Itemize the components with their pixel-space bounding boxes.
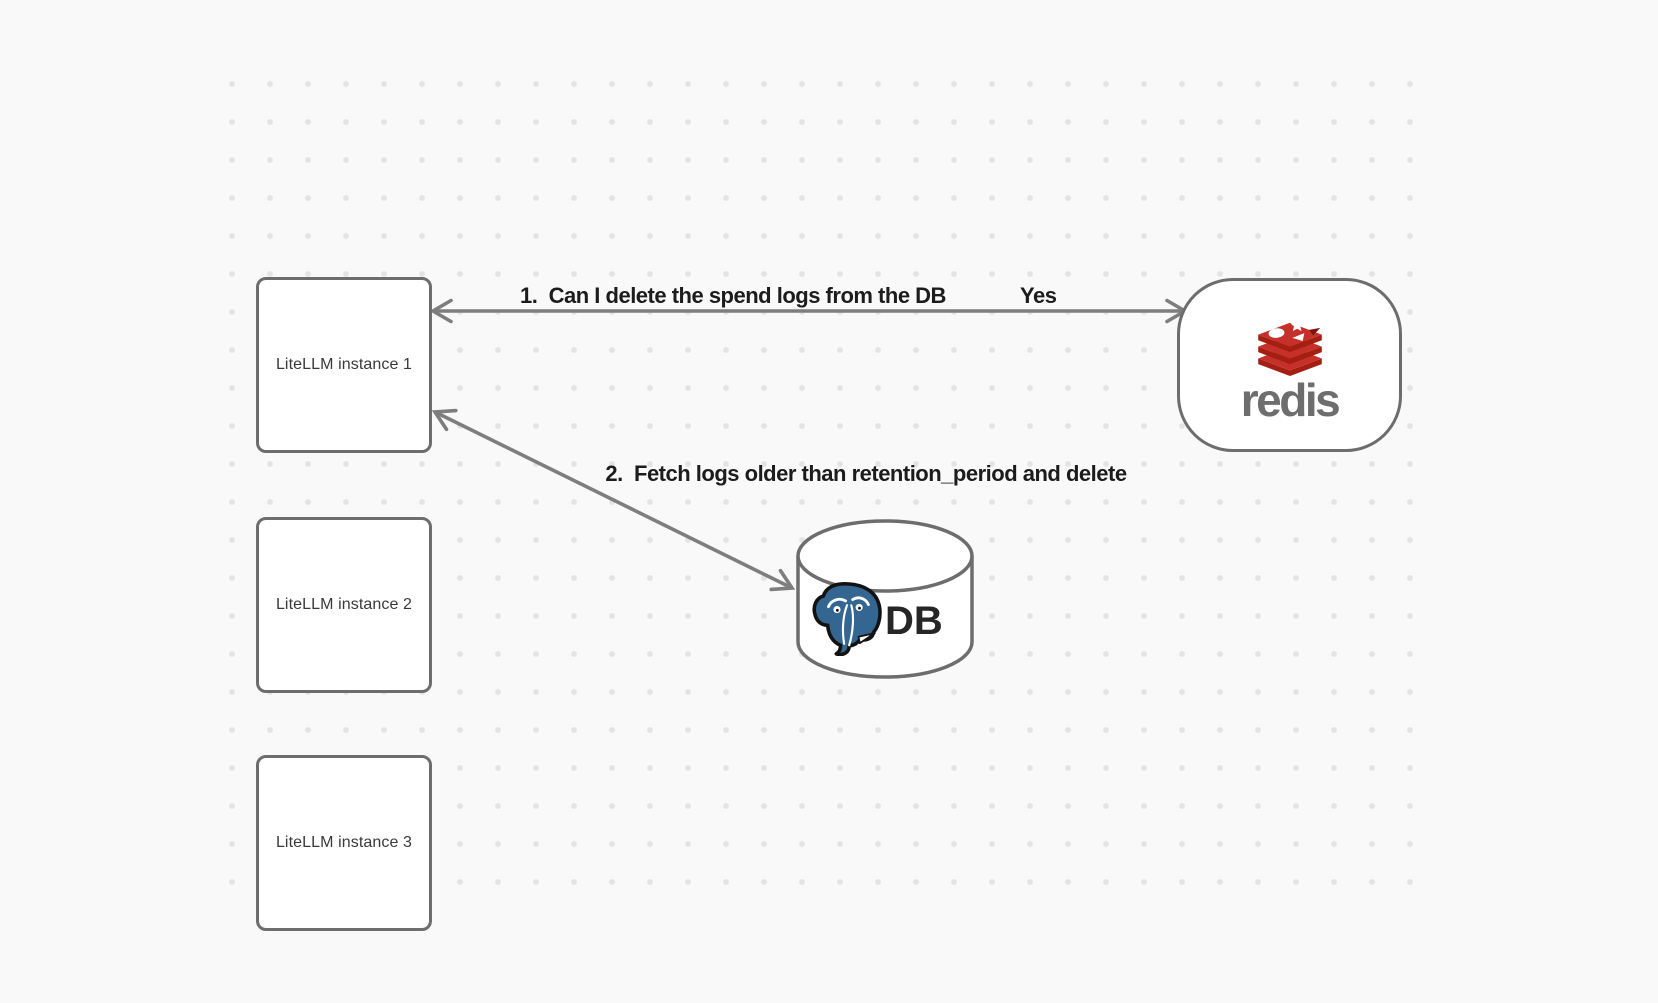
edge1-caption: 1. Can I delete the spend logs from the … (520, 283, 946, 308)
edge2-arrow[interactable] (431, 408, 796, 592)
node-litellm-instance-2[interactable]: LiteLLM instance 2 (256, 517, 432, 693)
redis-stack-icon (1257, 318, 1322, 376)
litellm-instance-3-label: LiteLLM instance 3 (275, 834, 413, 851)
node-litellm-instance-3[interactable]: LiteLLM instance 3 (256, 755, 432, 931)
node-litellm-instance-1[interactable]: LiteLLM instance 1 (256, 277, 432, 453)
litellm-instance-1-label: LiteLLM instance 1 (275, 356, 413, 373)
edge1-response-caption: Yes (1020, 283, 1057, 308)
edge2-caption: 2. Fetch logs older than retention_perio… (605, 461, 1127, 486)
node-redis[interactable]: redis (1177, 278, 1402, 452)
redis-wordmark: redis (1240, 374, 1341, 426)
db-node-label: DB (885, 599, 943, 643)
postgresql-elephant-icon (812, 582, 882, 656)
litellm-instance-2-label: LiteLLM instance 2 (275, 596, 413, 613)
